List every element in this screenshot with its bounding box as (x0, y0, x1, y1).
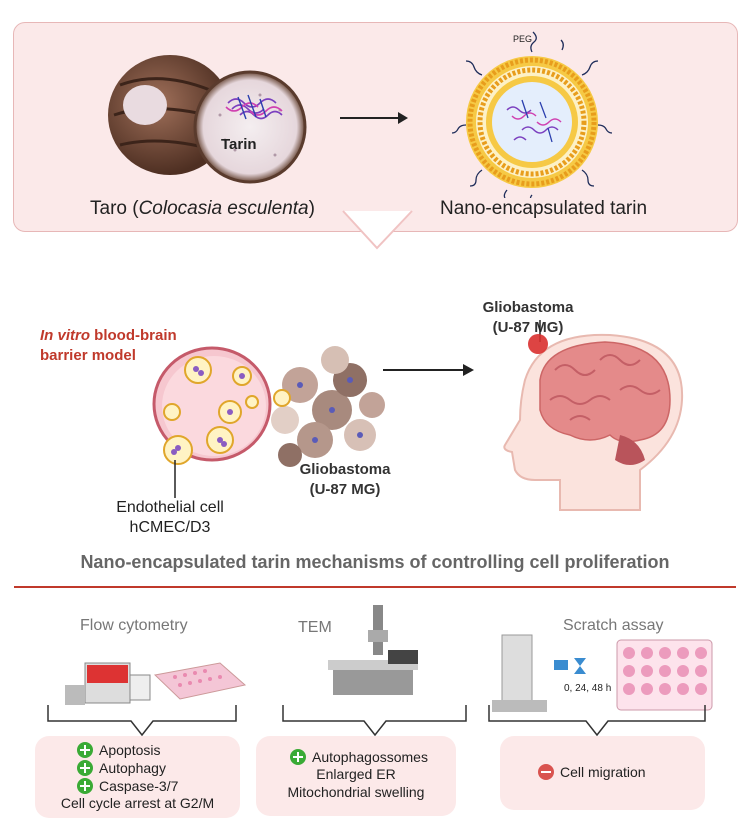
nano-caption: Nano-encapsulated tarin (440, 198, 648, 219)
flow-result-cellcycle: Cell cycle arrest at G2/M (60, 795, 215, 811)
tem-result-mito: Mitochondrial swelling (287, 784, 425, 800)
arrow-taro-to-nano (340, 112, 408, 124)
bracket-flow (47, 705, 237, 737)
result-box-scratch: Cell migration (500, 736, 705, 810)
result-box-tem: Autophagossomes Enlarged ER Mitochondria… (256, 736, 456, 816)
bbb-gbm-label: Gliobastoma(U-87 MG) (299, 461, 391, 498)
endothelial-pointer (174, 460, 176, 498)
arrow-bbb-to-brain (383, 364, 474, 376)
tem-result-er: Enlarged ER (316, 766, 396, 782)
flow-result-apoptosis: Apoptosis (77, 741, 160, 759)
section-title: Nano-encapsulated tarin mechanisms of co… (80, 552, 670, 572)
flow-result-caspase: Caspase-3/7 (77, 777, 178, 795)
flow-result-autophagy: Autophagy (77, 759, 166, 777)
plus-icon (77, 760, 93, 776)
minus-icon (538, 764, 554, 780)
method-label-tem: TEM (298, 619, 332, 636)
flow-cytometer-illustration (65, 662, 247, 705)
tem-microscope-illustration (328, 605, 418, 695)
bracket-scratch (488, 705, 706, 737)
method-label-scratch: Scratch assay (563, 617, 664, 634)
scratch-timepoints: 0, 24, 48 h (564, 683, 612, 694)
method-label-flow: Flow cytometry (80, 617, 188, 634)
tarin-label: Tarin (221, 136, 257, 153)
bracket-tem (282, 705, 467, 737)
bbb-cell-illustration (152, 346, 385, 467)
plus-icon (290, 749, 306, 765)
result-box-flow: Apoptosis Autophagy Caspase-3/7 Cell cyc… (35, 736, 240, 818)
taro-illustration (108, 55, 307, 184)
taro-caption: Taro (Colocasia esculenta) (90, 198, 315, 219)
liposome-illustration (452, 31, 612, 198)
brain-gbm-label: Gliobastoma(U-87 MG) (482, 299, 574, 336)
brain-head-illustration (503, 320, 684, 511)
scratch-result-migration: Cell migration (538, 763, 646, 781)
plus-icon (77, 778, 93, 794)
plus-icon (77, 742, 93, 758)
divider (14, 586, 736, 588)
peg-label: PEG (513, 34, 533, 44)
tem-result-autophagosomes: Autophagossomes (290, 748, 428, 766)
scratch-assay-illustration (492, 634, 713, 712)
chevron-down-icon (342, 210, 413, 250)
